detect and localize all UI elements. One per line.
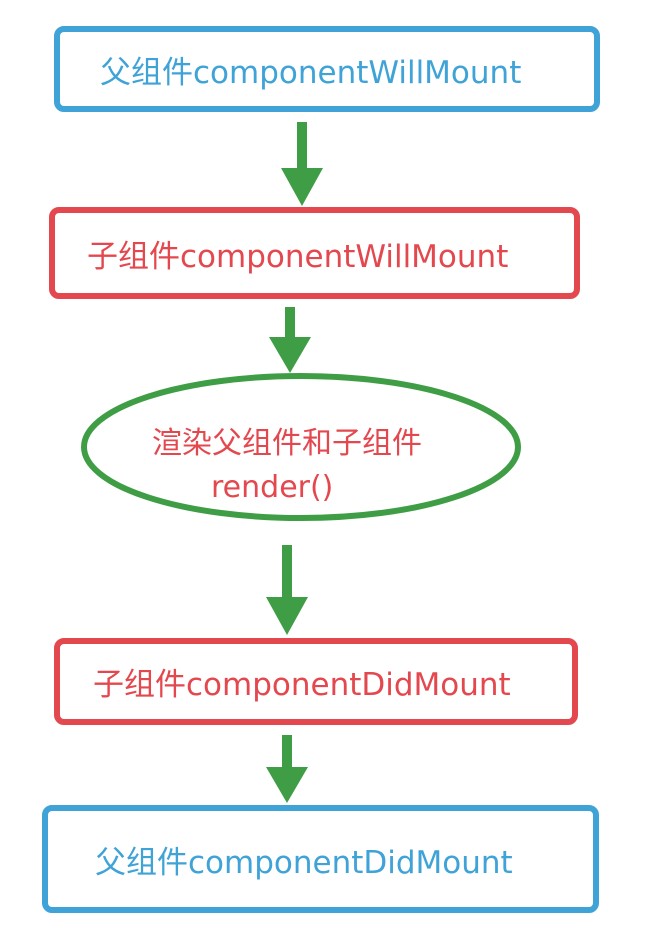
child-will-mount-node: 子组件componentWillMount: [49, 207, 580, 299]
child-did-mount-node: 子组件componentDidMount: [54, 638, 578, 725]
arrow-down-icon: [269, 307, 311, 373]
render-node: 渲染父组件和子组件 render(): [80, 372, 522, 522]
child-will-mount-label: 子组件componentWillMount: [87, 238, 509, 275]
parent-will-mount-label: 父组件componentWillMount: [100, 54, 522, 91]
parent-did-mount-node: 父组件componentDidMount: [42, 805, 599, 913]
arrow-down-icon: [266, 545, 308, 635]
render-ellipse: [81, 373, 521, 521]
render-node-call: render(): [211, 470, 334, 505]
parent-will-mount-node: 父组件componentWillMount: [54, 26, 600, 112]
arrow-down-icon: [266, 735, 308, 803]
arrow-down-icon: [281, 122, 323, 206]
child-did-mount-label: 子组件componentDidMount: [93, 667, 511, 703]
render-node-title: 渲染父组件和子组件: [152, 426, 422, 461]
parent-did-mount-label: 父组件componentDidMount: [95, 844, 513, 881]
